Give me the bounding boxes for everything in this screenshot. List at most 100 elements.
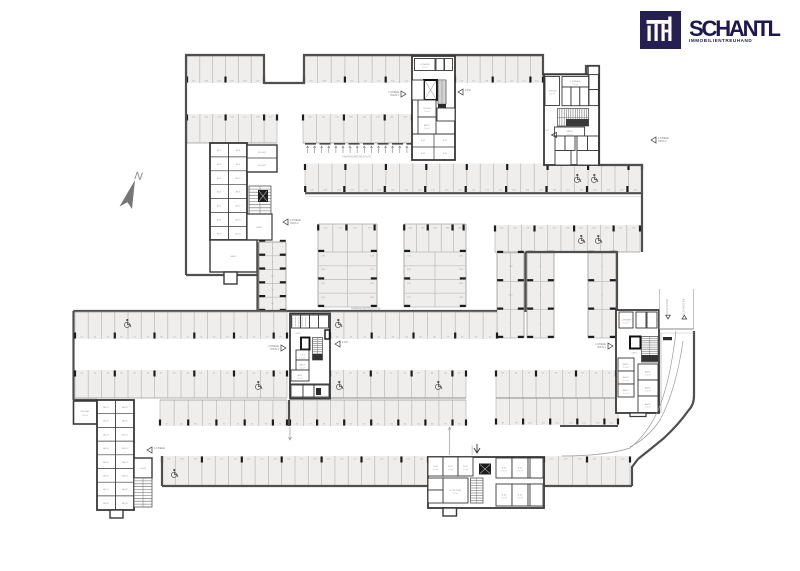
svg-text:7: 7 — [601, 323, 603, 325]
svg-text:5,0 m²: 5,0 m² — [517, 496, 523, 499]
svg-text:HAUS 2: HAUS 2 — [290, 222, 299, 225]
svg-text:158: 158 — [579, 190, 583, 192]
svg-text:174: 174 — [324, 228, 328, 230]
svg-text:167: 167 — [552, 228, 556, 230]
svg-text:157: 157 — [566, 190, 570, 192]
svg-text:117: 117 — [300, 459, 304, 461]
svg-text:ABST.: ABST. — [623, 363, 629, 366]
svg-text:184: 184 — [321, 297, 325, 299]
svg-text:5,0 m²: 5,0 m² — [433, 468, 439, 471]
svg-text:5,0 m²: 5,0 m² — [422, 66, 428, 69]
svg-text:97: 97 — [608, 373, 611, 375]
svg-text:185: 185 — [370, 297, 374, 299]
svg-text:55: 55 — [266, 373, 269, 375]
svg-text:54: 54 — [253, 373, 256, 375]
svg-text:102: 102 — [555, 423, 559, 425]
svg-text:AB.24: AB.24 — [103, 447, 109, 450]
svg-text:31: 31 — [364, 337, 367, 339]
svg-text:121: 121 — [353, 459, 357, 461]
svg-text:36: 36 — [433, 337, 436, 339]
svg-text:18: 18 — [147, 337, 150, 339]
svg-text:AB.22: AB.22 — [103, 420, 109, 423]
svg-text:AUSFAHRT 6%: AUSFAHRT 6% — [683, 298, 686, 316]
svg-text:121: 121 — [522, 81, 526, 83]
svg-text:122: 122 — [366, 459, 370, 461]
svg-text:ABST.: ABST. — [645, 403, 651, 406]
svg-text:AB.1: AB.1 — [298, 374, 304, 377]
svg-text:114: 114 — [260, 459, 264, 461]
svg-text:44: 44 — [120, 373, 123, 375]
svg-text:47: 47 — [160, 373, 163, 375]
svg-text:37: 37 — [447, 337, 450, 339]
svg-text:140: 140 — [337, 190, 341, 192]
svg-text:B.61: B.61 — [518, 495, 523, 497]
svg-text:147: 147 — [431, 190, 435, 192]
svg-text:112: 112 — [233, 459, 237, 461]
svg-text:128: 128 — [256, 117, 260, 119]
svg-text:5,0 m²: 5,0 m² — [501, 469, 507, 472]
svg-text:115: 115 — [273, 459, 277, 461]
svg-text:127: 127 — [243, 117, 247, 119]
svg-text:194: 194 — [459, 269, 463, 271]
svg-text:110: 110 — [336, 81, 340, 83]
svg-text:111: 111 — [220, 459, 224, 461]
svg-text:60: 60 — [376, 373, 379, 375]
svg-text:5,0 m²: 5,0 m² — [623, 366, 629, 369]
svg-text:127: 127 — [549, 459, 553, 461]
svg-text:105: 105 — [596, 423, 600, 425]
svg-text:113: 113 — [247, 459, 251, 461]
svg-text:1.STIEGE: 1.STIEGE — [595, 343, 606, 346]
svg-text:25: 25 — [239, 337, 242, 339]
svg-text:124: 124 — [393, 459, 397, 461]
svg-text:125: 125 — [217, 117, 221, 119]
svg-text:AB.30: AB.30 — [122, 420, 128, 423]
svg-text:112: 112 — [364, 81, 368, 83]
svg-text:146: 146 — [418, 190, 422, 192]
svg-text:4: 4 — [540, 323, 542, 325]
svg-text:19: 19 — [160, 337, 163, 339]
svg-text:AB.33: AB.33 — [122, 461, 128, 464]
svg-text:119: 119 — [497, 81, 501, 83]
svg-text:AB.4: AB.4 — [217, 191, 221, 194]
svg-text:24: 24 — [226, 337, 229, 339]
svg-text:188: 188 — [433, 228, 437, 230]
svg-text:AB.26: AB.26 — [103, 475, 109, 478]
svg-text:B.04: B.04 — [443, 153, 448, 155]
svg-text:58: 58 — [349, 373, 352, 375]
svg-text:51: 51 — [213, 373, 216, 375]
svg-text:74: 74 — [265, 424, 268, 426]
svg-text:FAHRRADABSTELLPLATZE: FAHRRADABSTELLPLATZE — [351, 307, 381, 310]
svg-text:200: 200 — [509, 295, 513, 297]
svg-text:103: 103 — [569, 423, 573, 425]
svg-text:5,0 m²: 5,0 m² — [623, 392, 629, 395]
svg-text:AB.1: AB.1 — [217, 149, 221, 152]
svg-text:ABST.: ABST. — [623, 376, 629, 379]
svg-text:172: 172 — [618, 228, 622, 230]
svg-text:81: 81 — [363, 424, 366, 426]
svg-text:150: 150 — [472, 190, 476, 192]
svg-text:3.STIEGE: 3.STIEGE — [268, 345, 279, 348]
svg-text:129: 129 — [269, 117, 273, 119]
svg-text:ABST.: ABST. — [299, 364, 305, 367]
svg-text:90: 90 — [515, 373, 518, 375]
svg-text:187: 187 — [421, 228, 425, 230]
svg-text:AB.31: AB.31 — [122, 433, 128, 436]
svg-text:11: 11 — [271, 289, 274, 291]
svg-text:HAUS 1: HAUS 1 — [597, 346, 606, 349]
svg-text:155: 155 — [539, 190, 543, 192]
svg-text:79: 79 — [336, 424, 339, 426]
svg-text:131: 131 — [607, 459, 611, 461]
svg-text:145: 145 — [404, 190, 408, 192]
svg-text:113: 113 — [377, 81, 381, 83]
svg-text:120: 120 — [340, 459, 344, 461]
svg-text:106: 106 — [243, 81, 247, 83]
svg-text:B.50: B.50 — [502, 468, 507, 470]
svg-text:118: 118 — [313, 459, 317, 461]
svg-text:165: 165 — [526, 228, 530, 230]
svg-text:2.STIEGE: 2.STIEGE — [658, 137, 669, 140]
svg-text:99: 99 — [515, 423, 518, 425]
svg-text:103: 103 — [204, 81, 208, 83]
svg-text:ABST.: ABST. — [623, 389, 629, 392]
svg-text:193: 193 — [407, 269, 411, 271]
svg-text:48: 48 — [173, 373, 176, 375]
